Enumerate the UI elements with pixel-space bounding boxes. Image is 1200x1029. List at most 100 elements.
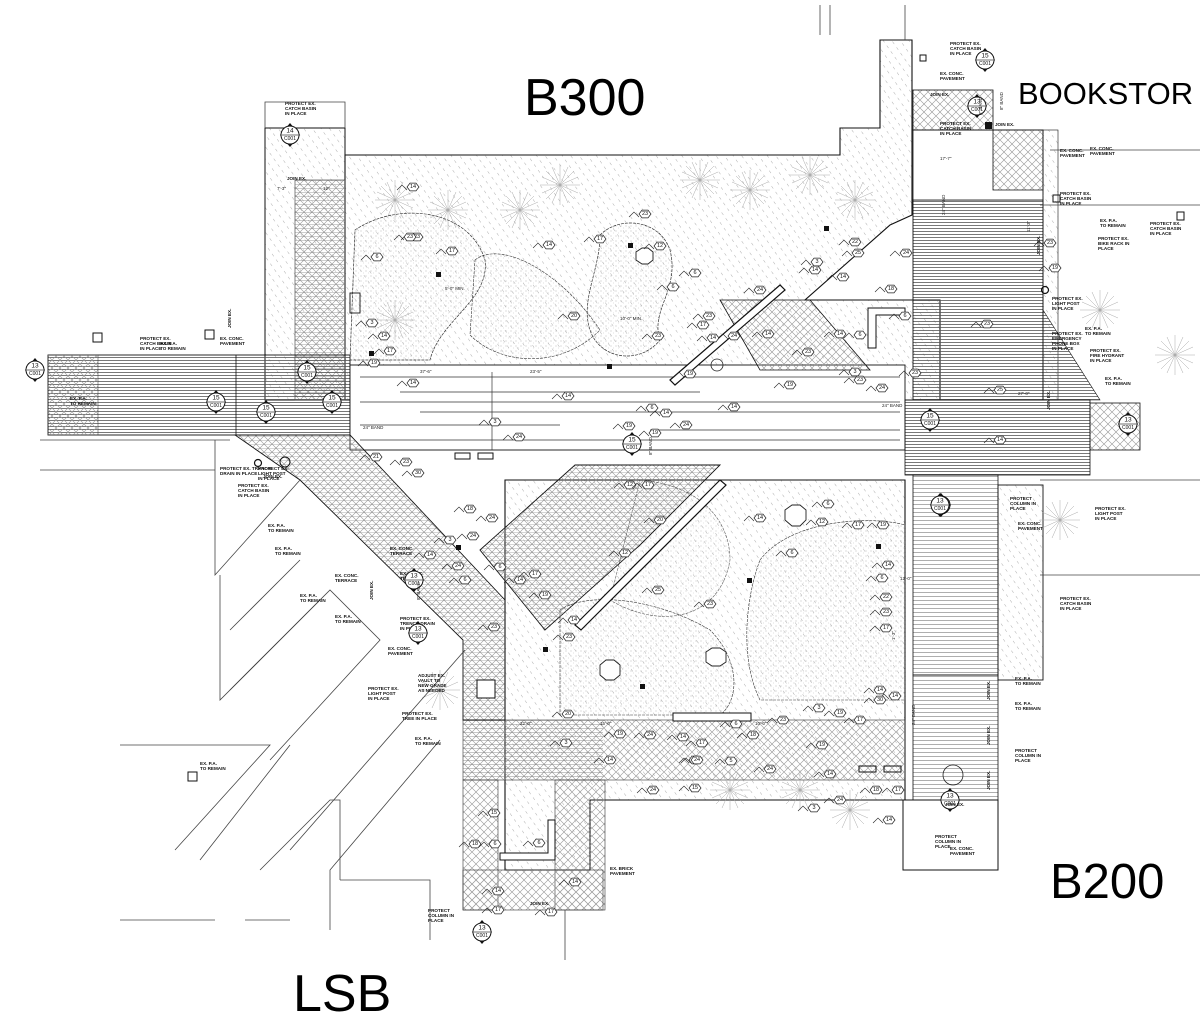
building-label-lsb: LSB <box>293 965 392 1023</box>
keynote-tag: 14 <box>798 265 822 275</box>
svg-text:23: 23 <box>984 321 990 327</box>
svg-text:30: 30 <box>877 697 883 703</box>
svg-text:17: 17 <box>895 787 901 793</box>
keynote-tag: 17 <box>881 785 905 795</box>
svg-text:6: 6 <box>734 721 737 727</box>
svg-text:24: 24 <box>516 434 522 440</box>
svg-text:17: 17 <box>449 248 455 254</box>
svg-text:13: 13 <box>410 573 418 580</box>
keynote-tag: 24 <box>889 248 913 258</box>
svg-text:6: 6 <box>880 575 883 581</box>
building-label-bookstore: BOOKSTOR <box>1018 76 1194 111</box>
callout-note: EX. CONC.PAVEMENT <box>1060 148 1085 158</box>
svg-text:3: 3 <box>448 537 451 543</box>
svg-text:C001: C001 <box>1122 425 1134 431</box>
svg-text:17: 17 <box>645 482 651 488</box>
svg-text:6: 6 <box>498 564 501 570</box>
keynote-tag: 3 <box>433 535 457 545</box>
keynote-tag: 24 <box>502 432 526 442</box>
planting-beds <box>349 212 906 716</box>
keynote-tag: 18 <box>736 730 760 740</box>
keynote-tag: 23 <box>898 368 922 378</box>
callout-note: EX. P.A.TO REMAIN <box>160 341 186 351</box>
keynote-tag: 3 <box>800 257 824 267</box>
keynote-tag: 6 <box>448 575 472 585</box>
svg-text:20: 20 <box>571 313 577 319</box>
keynote-tag: 6 <box>522 838 546 848</box>
keynote-tag: 14 <box>593 755 617 765</box>
keynote-tag: 23 <box>869 607 893 617</box>
svg-text:14: 14 <box>680 734 686 740</box>
callout-note: EX. P.A.TO REMAIN <box>300 593 326 603</box>
svg-text:12: 12 <box>622 550 628 556</box>
svg-text:23: 23 <box>857 377 863 383</box>
keynote-tag: 14 <box>871 560 895 570</box>
svg-text:C001: C001 <box>408 581 420 587</box>
keynote-tag: 6 <box>635 403 659 413</box>
keynote-tag: 19 <box>823 708 847 718</box>
svg-text:23: 23 <box>1047 240 1053 246</box>
keynote-tag: 24 <box>475 513 499 523</box>
keynote-tag: 6 <box>719 719 743 729</box>
dimension-label: 37'-6" <box>420 369 432 374</box>
svg-text:14: 14 <box>495 888 501 894</box>
callout-note: EX. CONC.PAVEMENT <box>950 846 975 856</box>
svg-text:C001: C001 <box>924 421 936 427</box>
svg-text:19: 19 <box>687 371 693 377</box>
dimension-label: 1'-3" <box>891 631 896 640</box>
svg-text:6: 6 <box>790 550 793 556</box>
dimension-label: 11'-3" <box>1026 220 1031 232</box>
svg-text:17: 17 <box>548 909 554 915</box>
keynote-tag: 3 <box>802 703 826 713</box>
keynote-tag: 24 <box>717 331 741 341</box>
dimension-label: 12" <box>323 186 330 191</box>
keynote-tag: 14 <box>743 513 767 523</box>
dimension-label: 17'-7" <box>940 156 952 161</box>
dimension-label: 8" BAND <box>978 96 983 115</box>
keynote-tag: 19 <box>638 428 662 438</box>
keynote-tag: 19 <box>603 729 627 739</box>
join-label: JOIN EX. <box>227 309 232 328</box>
svg-text:14: 14 <box>607 757 613 763</box>
svg-text:19: 19 <box>371 360 377 366</box>
dimension-label: 24" BAND <box>363 425 384 430</box>
svg-text:18: 18 <box>750 732 756 738</box>
callout-note: EX. CONC.PAVEMENT <box>1090 146 1115 156</box>
keynote-tag: 14 <box>551 391 575 401</box>
callout-note: EX. CONC.PAVEMENT <box>940 71 965 81</box>
keynote-tag: 23 <box>477 622 501 632</box>
svg-text:23: 23 <box>414 234 420 240</box>
svg-text:14: 14 <box>731 404 737 410</box>
svg-text:6: 6 <box>693 270 696 276</box>
svg-text:3: 3 <box>564 740 567 746</box>
svg-text:18: 18 <box>873 787 879 793</box>
keynote-tag: 24 <box>680 755 704 765</box>
keynote-tag: 3 <box>797 803 821 813</box>
svg-text:13: 13 <box>946 793 954 800</box>
dimension-label: 23'-5" <box>530 369 542 374</box>
svg-text:13: 13 <box>973 99 981 106</box>
svg-text:19: 19 <box>652 430 658 436</box>
dimension-label: 24" BAND <box>941 194 946 215</box>
svg-text:6: 6 <box>671 284 674 290</box>
svg-text:19: 19 <box>542 592 548 598</box>
svg-text:14: 14 <box>572 879 578 885</box>
svg-text:6: 6 <box>463 577 466 583</box>
svg-text:14: 14 <box>546 242 552 248</box>
keynote-tag: 6 <box>775 548 799 558</box>
svg-text:C001: C001 <box>971 107 983 113</box>
keynote-tag: 18 <box>874 284 898 294</box>
callout-note: EX. P.A.TO REMAIN <box>268 523 294 533</box>
